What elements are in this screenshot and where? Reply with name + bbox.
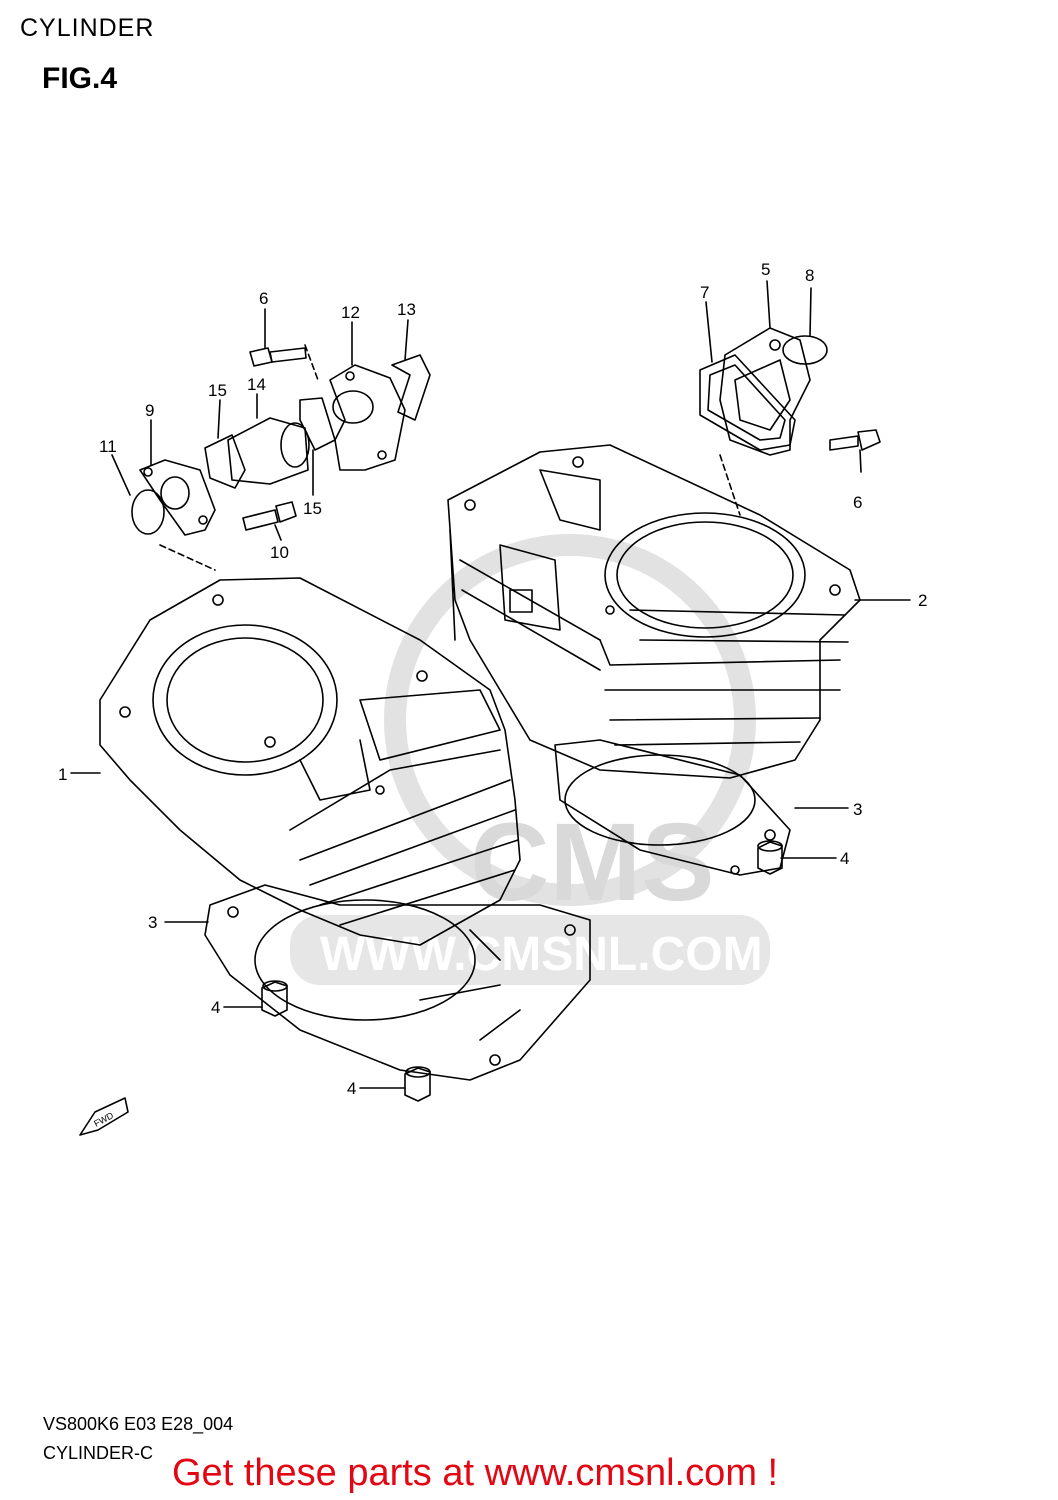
fwd-arrow-icon xyxy=(79,1097,129,1136)
dowel-pin-right xyxy=(757,840,783,875)
callout-numbers: 1 2 3 3 4 4 4 5 6 6 7 8 9 10 11 12 13 14… xyxy=(58,260,927,1129)
callout-15-right: 15 xyxy=(303,499,322,518)
front-base-gasket xyxy=(204,884,591,1081)
callout-4-left: 4 xyxy=(211,998,220,1017)
callout-12: 12 xyxy=(341,303,360,322)
clamp-15-right xyxy=(299,397,336,451)
fitting-9 xyxy=(139,459,216,536)
bolt-6-right xyxy=(829,429,881,451)
watermark: CMS WWW.CMSNL.COM xyxy=(290,534,770,985)
o-ring-11 xyxy=(131,489,165,535)
callout-13: 13 xyxy=(397,300,416,319)
callout-11: 11 xyxy=(99,437,117,456)
clamp-15-left xyxy=(204,434,246,489)
callout-9: 9 xyxy=(145,401,154,420)
leader-lines xyxy=(70,280,911,1089)
rear-base-gasket xyxy=(554,739,791,876)
rear-cylinder xyxy=(447,444,861,779)
water-pipe-12 xyxy=(329,364,406,471)
callout-7: 7 xyxy=(700,283,709,302)
callout-4-right: 4 xyxy=(840,849,849,868)
o-ring-7 xyxy=(699,354,796,451)
callout-15-left: 15 xyxy=(208,381,227,400)
o-ring-8 xyxy=(782,335,828,365)
callout-10: 10 xyxy=(270,543,289,562)
callout-4-bottom: 4 xyxy=(347,1079,356,1098)
outlet-cover-right xyxy=(719,327,811,456)
callout-5: 5 xyxy=(761,260,770,279)
bolt-6-left xyxy=(249,347,307,367)
callout-2: 2 xyxy=(918,591,927,610)
watermark-logo: CMS xyxy=(470,801,714,924)
callout-6-left: 6 xyxy=(259,289,268,308)
hose-14 xyxy=(227,417,310,485)
diagram-name: CYLINDER-C xyxy=(43,1443,154,1463)
promo-link[interactable]: Get these parts at www.cmsnl.com ! xyxy=(172,1452,779,1494)
front-cylinder xyxy=(99,577,521,946)
callout-1: 1 xyxy=(58,765,67,784)
o-ring-13 xyxy=(391,354,431,421)
callout-6-right: 6 xyxy=(853,493,862,512)
callout-8: 8 xyxy=(805,266,814,285)
watermark-url: WWW.CMSNL.COM xyxy=(320,928,763,981)
figure-label: FIG.4 xyxy=(42,62,118,95)
page-title: CYLINDER xyxy=(20,14,155,42)
diagram-code: VS800K6 E03 E28_004 xyxy=(43,1414,234,1434)
bolt-10 xyxy=(242,501,297,531)
callout-3-left: 3 xyxy=(148,913,157,932)
callout-3-right: 3 xyxy=(853,800,862,819)
dowel-pin-bottom xyxy=(404,1066,431,1102)
callout-14: 14 xyxy=(247,375,266,394)
dowel-pin-left xyxy=(261,980,288,1017)
